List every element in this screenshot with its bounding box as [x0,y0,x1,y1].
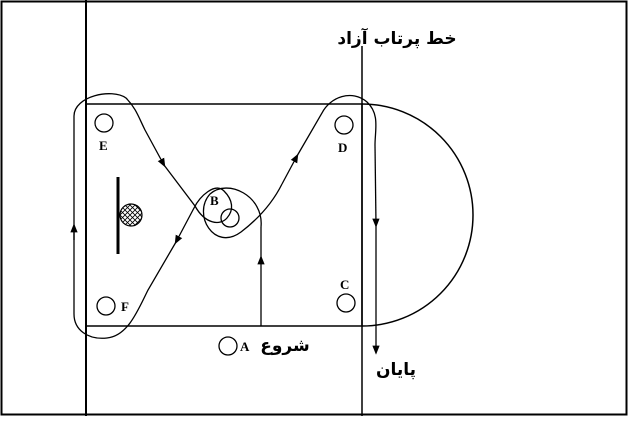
cone-e [94,113,114,133]
finish-label: پایان [376,360,416,380]
cone-d [334,115,354,135]
station-label-c: C [340,277,349,292]
movement-path [70,93,380,355]
free-throw-semicircle [361,103,474,327]
cone-c [336,293,356,313]
station-label-b: B [210,193,219,208]
cone-a [218,336,238,356]
station-label-e: E [99,138,108,153]
hoop-icon [119,203,143,227]
station-label-a: A [240,339,250,354]
key-rectangle [85,103,363,327]
station-label-f: F [121,299,129,314]
free-throw-line-label: خط پرتاب آزاد [337,27,456,49]
cone-b [220,208,240,228]
station-label-d: D [338,140,347,155]
start-label: شروع [260,336,309,356]
cone-f [96,296,116,316]
